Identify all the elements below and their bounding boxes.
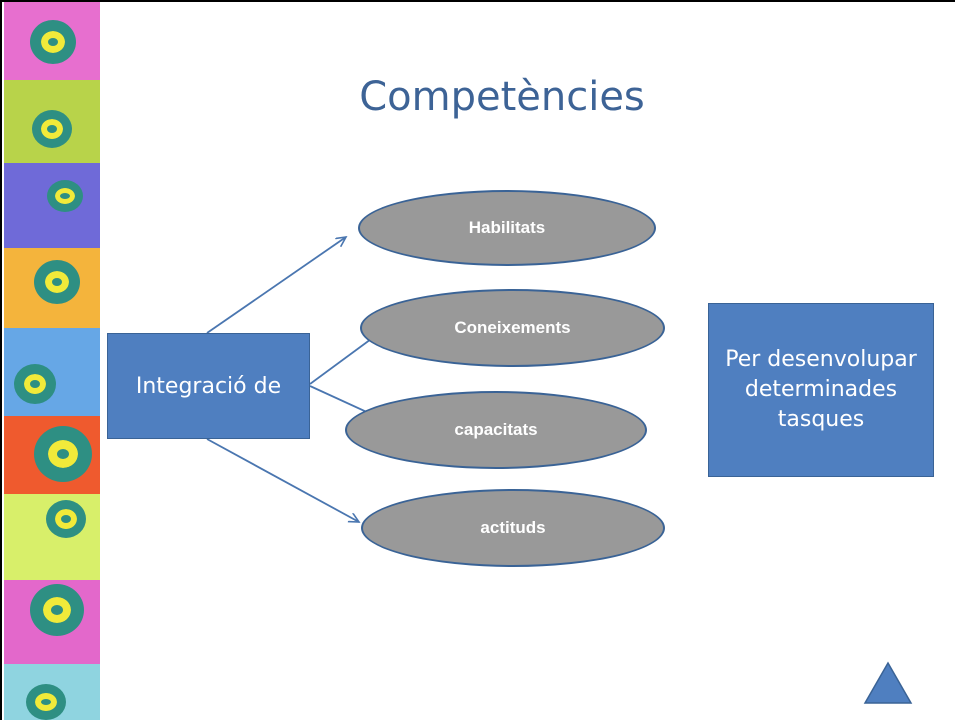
decorative-ring-strip (4, 2, 100, 720)
oval-habilitats: Habilitats (358, 190, 656, 266)
ring-icon (30, 20, 76, 64)
oval-actituds: actituds (361, 489, 665, 567)
oval-capacitats: capacitats (345, 391, 647, 469)
arrow-to-actituds (206, 438, 359, 522)
ring-icon (47, 180, 83, 212)
oval-label: capacitats (454, 420, 538, 439)
ring-icon (46, 500, 86, 538)
oval-label: Habilitats (468, 218, 546, 237)
oval-coneixements: Coneixements (360, 289, 665, 367)
integracio-box: Integració de (107, 333, 310, 439)
oval-label: Coneixements (454, 318, 571, 337)
ring-icon (34, 260, 80, 304)
ring-icon (34, 426, 92, 482)
integracio-label: Integració de (135, 373, 282, 399)
slide-title: Competències (359, 74, 645, 120)
ring-icon (30, 584, 84, 636)
arrow-to-habilitats (206, 237, 346, 334)
ring-icon (14, 364, 56, 404)
oval-label: actituds (480, 518, 546, 537)
purpose-label: Per desenvolupar determinades tasques (725, 347, 917, 432)
ring-icon (32, 110, 72, 148)
up-triangle-icon[interactable] (863, 661, 913, 705)
purpose-box: Per desenvolupar determinades tasques (708, 303, 934, 477)
ring-icon (26, 684, 66, 720)
